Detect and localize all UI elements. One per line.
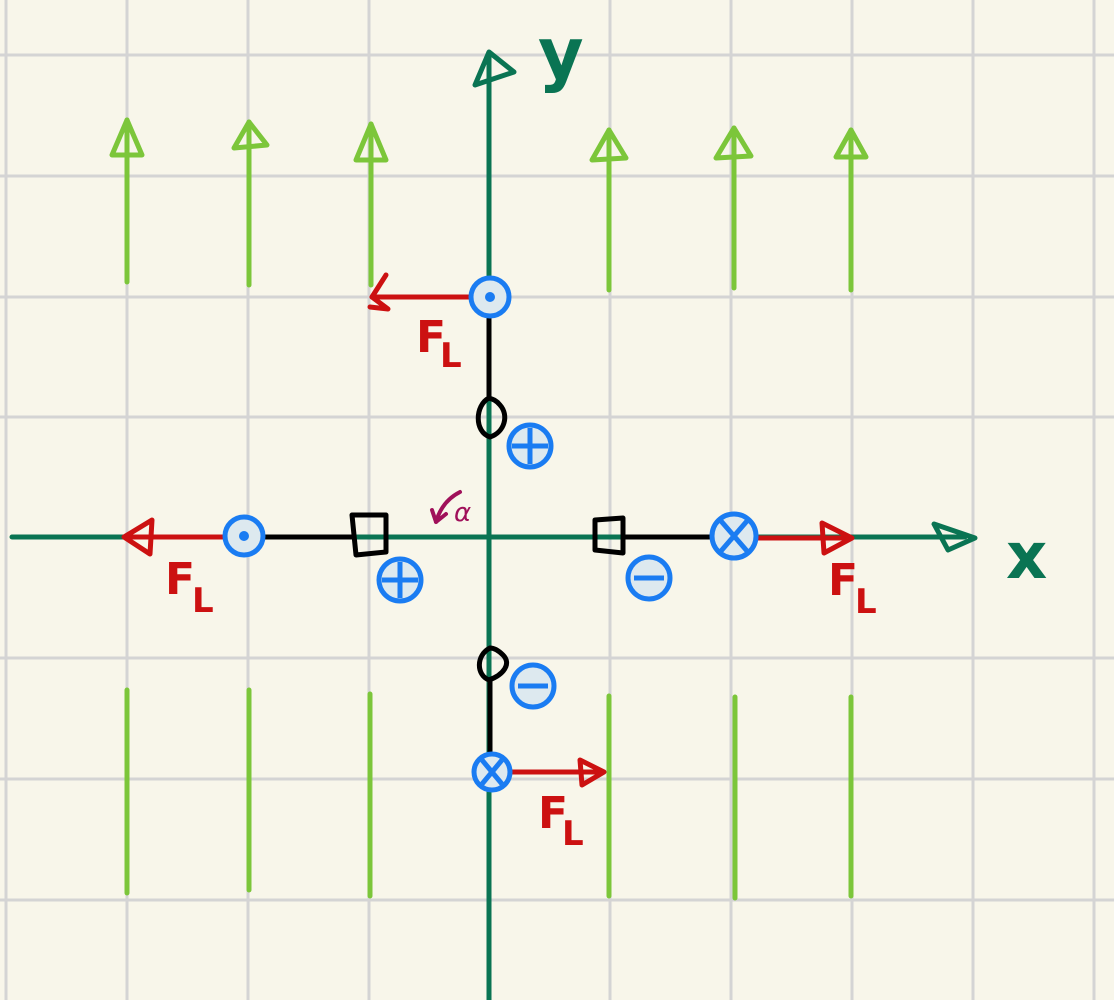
force-label-sub: L xyxy=(192,581,214,621)
positive-charge-icon xyxy=(376,556,424,604)
positive-charge-icon xyxy=(506,422,554,470)
force-arrow-top xyxy=(367,272,475,312)
x-axis-label: x xyxy=(1006,520,1047,594)
angle-marker: α xyxy=(430,490,471,528)
field-arrow xyxy=(353,121,389,288)
field-arrow xyxy=(713,125,754,291)
field-arrow xyxy=(589,127,629,293)
negative-charge-icon xyxy=(509,662,557,710)
field-arrow xyxy=(833,127,869,293)
magnetic-field xyxy=(109,117,869,901)
force-label-main: F xyxy=(416,312,446,363)
dot-in-circle-icon xyxy=(468,275,512,319)
force-arrow-right xyxy=(755,520,855,556)
y-axis-arrowhead xyxy=(472,49,517,88)
wire-loop-right xyxy=(592,515,626,556)
force-label-main: F xyxy=(828,555,858,606)
force-arrow-left xyxy=(121,517,229,557)
x-axis-arrowhead xyxy=(931,521,978,553)
y-axis-label: y xyxy=(538,13,584,95)
cross-in-circle-icon xyxy=(709,511,759,561)
force-label-sub: L xyxy=(440,336,462,376)
force-label-sub: L xyxy=(562,814,584,854)
force-label-main: F xyxy=(538,788,568,839)
charge-signs xyxy=(376,422,673,710)
force-label-top: F L xyxy=(416,312,462,376)
force-label-main: F xyxy=(165,554,195,605)
wire-loop-bottom xyxy=(476,645,510,683)
field-arrow xyxy=(109,117,145,285)
force-label-bottom: F L xyxy=(538,788,584,854)
angle-label: α xyxy=(454,498,471,528)
current-symbols xyxy=(222,275,759,793)
force-label-right: F L xyxy=(828,555,877,622)
force-label-left: F L xyxy=(165,554,214,621)
lorentz-forces xyxy=(121,272,855,788)
angle-arc-icon xyxy=(430,490,462,524)
negative-charge-icon xyxy=(625,554,673,602)
force-label-sub: L xyxy=(855,582,877,622)
cross-in-circle-icon xyxy=(471,751,513,793)
force-arrow-bottom xyxy=(509,757,607,788)
field-arrow xyxy=(231,119,270,288)
wire-loop-left xyxy=(349,512,389,558)
dot-in-circle-icon xyxy=(222,514,266,558)
current-loop xyxy=(255,295,723,763)
wire-loop-top xyxy=(475,395,508,440)
